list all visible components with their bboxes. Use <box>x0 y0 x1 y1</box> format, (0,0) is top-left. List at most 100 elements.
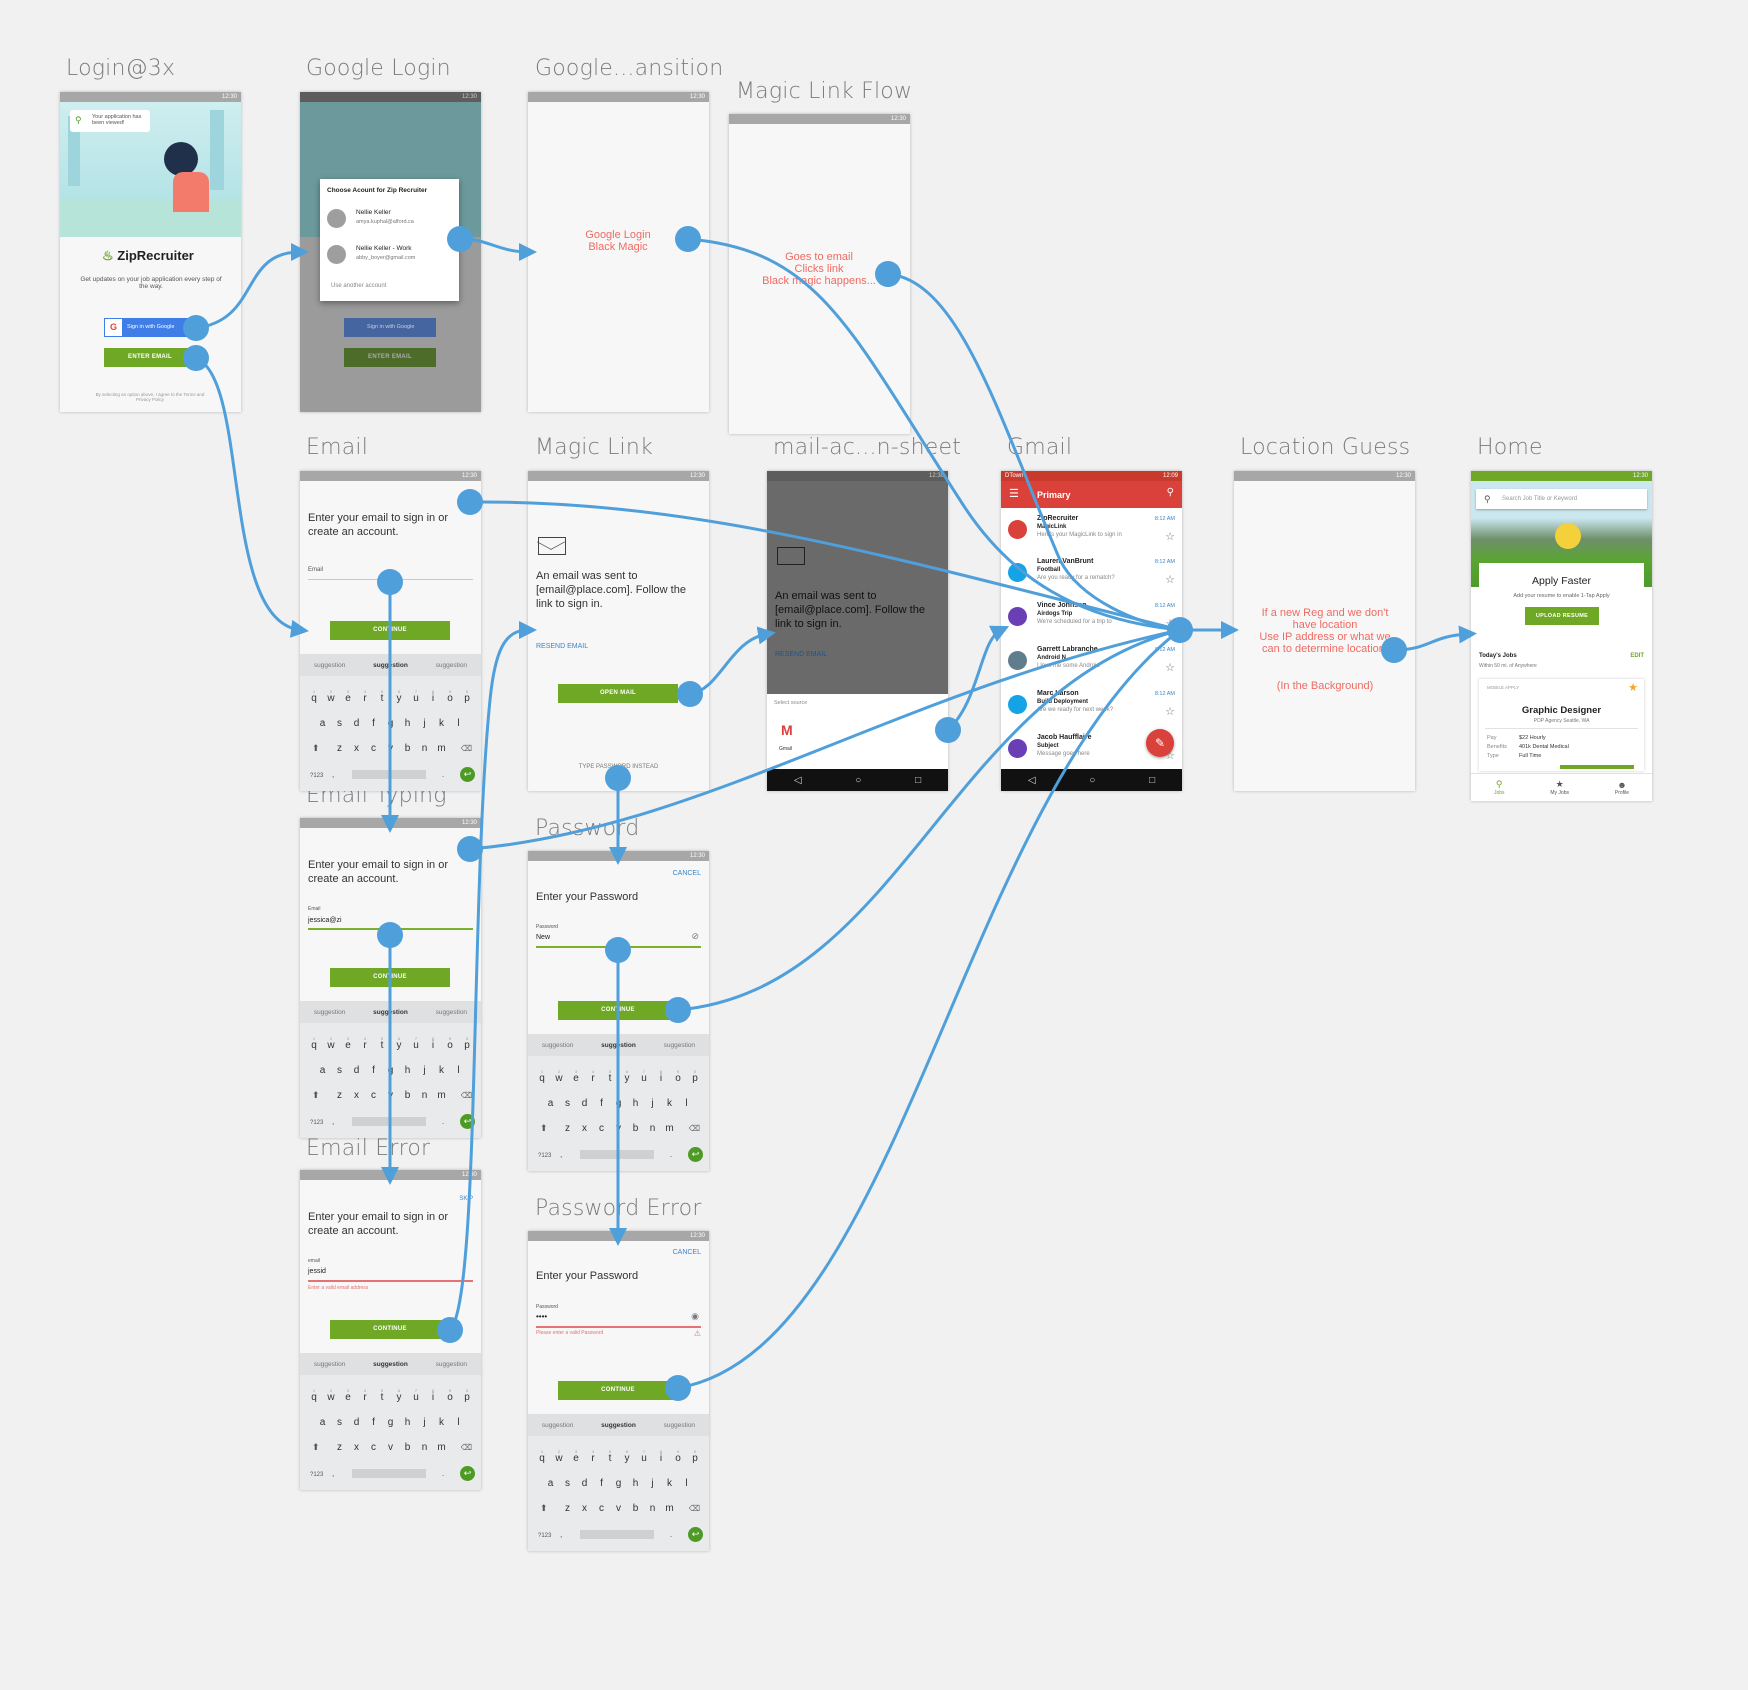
period-key[interactable]: . <box>670 1530 673 1539</box>
period-key[interactable]: . <box>442 1469 445 1478</box>
shift-icon[interactable]: ⬆ <box>312 743 320 753</box>
resend-email-link[interactable]: RESEND EMAIL <box>536 643 589 650</box>
enter-key-icon[interactable]: ↩ <box>460 1466 475 1481</box>
suggestion[interactable]: suggestion <box>313 1360 346 1368</box>
period-key[interactable]: . <box>670 1150 673 1159</box>
account-option[interactable]: Nellie Keller - Work abby_boyer@gmail.co… <box>320 239 459 271</box>
tab-my-jobs[interactable]: ★My Jobs <box>1550 779 1569 796</box>
recents-icon[interactable]: □ <box>915 774 922 786</box>
recents-icon[interactable]: □ <box>1149 774 1156 786</box>
mode-key[interactable]: ?123 <box>538 1153 552 1159</box>
cancel-link[interactable]: CANCEL <box>672 1249 701 1256</box>
suggestion[interactable]: suggestion <box>373 1360 408 1368</box>
tab-jobs[interactable]: ⚲Jobs <box>1493 779 1505 796</box>
email-field-value[interactable]: jessica@zi <box>308 917 342 924</box>
use-another-account-link[interactable]: Use another account <box>331 283 387 289</box>
backspace-icon[interactable]: ⌫ <box>460 1443 472 1452</box>
comma-key[interactable]: , <box>560 1150 563 1159</box>
period-key[interactable]: . <box>442 770 445 779</box>
job-search-input[interactable]: ⚲Search Job Title or Keyword <box>1476 489 1647 509</box>
enter-key-icon[interactable]: ↩ <box>688 1147 703 1162</box>
comma-key[interactable]: , <box>560 1530 563 1539</box>
mode-key[interactable]: ?123 <box>310 773 324 779</box>
star-icon[interactable]: ☆ <box>1165 574 1175 586</box>
back-icon[interactable]: ◁ <box>1027 774 1036 786</box>
enter-key-icon[interactable]: ↩ <box>460 1114 475 1129</box>
suggestion[interactable]: suggestion <box>373 1008 408 1016</box>
continue-button[interactable]: CONTINUE <box>330 621 450 640</box>
email-field[interactable] <box>308 1280 473 1282</box>
mode-key[interactable]: ?123 <box>310 1120 324 1126</box>
shift-icon[interactable]: ⬆ <box>312 1090 320 1100</box>
gmail-icon[interactable]: M <box>781 722 793 738</box>
suggestion[interactable]: suggestion <box>435 661 468 669</box>
shift-icon[interactable]: ⬆ <box>312 1442 320 1452</box>
star-icon[interactable]: ☆ <box>1165 531 1175 543</box>
search-icon[interactable]: ⚲ <box>1166 487 1174 498</box>
suggestion[interactable]: suggestion <box>541 1421 574 1429</box>
enter-key-icon[interactable]: ↩ <box>688 1527 703 1542</box>
comma-key[interactable]: , <box>332 1469 335 1478</box>
comma-key[interactable]: , <box>332 1117 335 1126</box>
upload-resume-button[interactable]: UPLOAD RESUME <box>1525 607 1599 625</box>
star-icon[interactable]: ★ <box>1628 682 1638 694</box>
suggestion[interactable]: suggestion <box>601 1041 636 1049</box>
password-field-value[interactable]: New <box>536 934 551 941</box>
continue-button[interactable]: CONTINUE <box>558 1001 678 1020</box>
shift-icon[interactable]: ⬆ <box>540 1503 548 1513</box>
suggestion[interactable]: suggestion <box>663 1041 696 1049</box>
resend-email-link[interactable]: RESEND EMAIL <box>775 651 828 658</box>
open-mail-button[interactable]: OPEN MAIL <box>558 684 678 703</box>
tab-profile[interactable]: ☻Profile <box>1614 779 1630 796</box>
star-icon[interactable]: ☆ <box>1165 662 1175 674</box>
account-option[interactable]: Nellie Keller amya.kuphal@alford.ca <box>320 203 459 235</box>
comma-key[interactable]: , <box>332 770 335 779</box>
password-field[interactable] <box>536 1326 701 1328</box>
period-key[interactable]: . <box>442 1117 445 1126</box>
space-key[interactable] <box>352 1469 426 1478</box>
job-card[interactable]: MOBILE APPLY ★ Graphic Designer POP Agen… <box>1479 679 1644 771</box>
suggestion[interactable]: suggestion <box>435 1360 468 1368</box>
email-field-value[interactable]: jessid <box>308 1268 326 1275</box>
enter-key-icon[interactable]: ↩ <box>460 767 475 782</box>
cancel-link[interactable]: CANCEL <box>672 870 701 877</box>
space-key[interactable] <box>352 770 426 779</box>
suggestion[interactable]: suggestion <box>373 661 408 669</box>
suggestion[interactable]: suggestion <box>663 1421 696 1429</box>
skip-link[interactable]: SKIP <box>459 1196 473 1202</box>
space-key[interactable] <box>580 1530 654 1539</box>
suggestion[interactable]: suggestion <box>435 1008 468 1016</box>
compose-fab-pencil-icon[interactable]: ✎ <box>1146 729 1174 757</box>
menu-icon[interactable]: ☰ <box>1009 488 1019 500</box>
suggestion[interactable]: suggestion <box>541 1041 574 1049</box>
suggestion[interactable]: suggestion <box>313 1008 346 1016</box>
suggestion[interactable]: suggestion <box>601 1421 636 1429</box>
space-key[interactable] <box>580 1150 654 1159</box>
continue-button[interactable]: CONTINUE <box>558 1381 678 1400</box>
mode-key[interactable]: ?123 <box>310 1472 324 1478</box>
backspace-icon[interactable]: ⌫ <box>460 1091 472 1100</box>
home-icon[interactable]: ○ <box>855 774 862 786</box>
backspace-icon[interactable]: ⌫ <box>688 1504 700 1513</box>
space-key[interactable] <box>352 1117 426 1126</box>
